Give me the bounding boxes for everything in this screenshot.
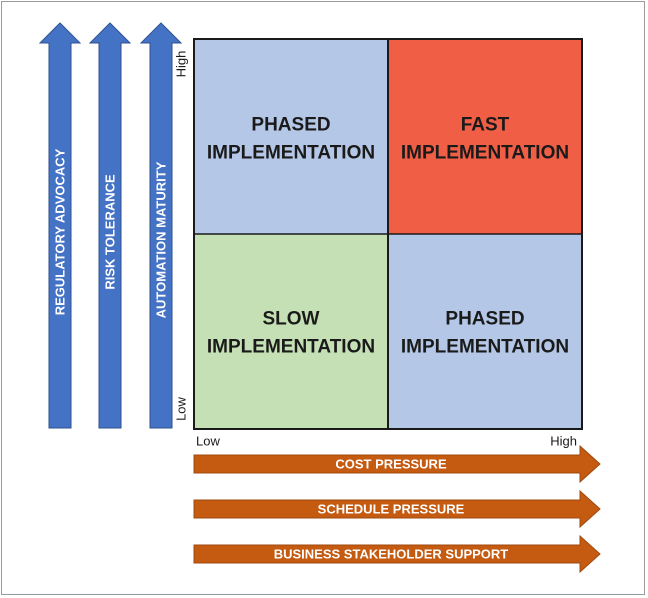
vertical-arrow-label: RISK TOLERANCE	[103, 174, 118, 290]
quadrant-top-right-line1: FAST	[461, 115, 510, 136]
quadrant-bottom-left-line2: IMPLEMENTATION	[207, 337, 375, 358]
quadrant-top-right	[388, 39, 582, 234]
vertical-arrow-shape	[38, 22, 82, 429]
x-axis-high-label: High	[550, 434, 577, 449]
y-axis-low-label: Low	[174, 396, 189, 420]
horizontal-arrow-label: COST PRESSURE	[335, 457, 447, 472]
x-axis-low-label: Low	[196, 434, 220, 449]
quadrant-top-left	[194, 39, 388, 234]
vertical-arrow-regulatory-advocacy: REGULATORY ADVOCACY	[38, 22, 82, 429]
quadrant-top-left-line1: PHASED	[251, 115, 330, 136]
quadrant-top-right-line2: IMPLEMENTATION	[401, 143, 569, 164]
vertical-arrow-risk-tolerance: RISK TOLERANCE	[88, 22, 132, 429]
quadrant-bottom-left	[194, 234, 388, 429]
quadrant-bottom-left-line1: SLOW	[263, 309, 320, 330]
quadrant-bottom-right	[388, 234, 582, 429]
horizontal-arrow-business-stakeholder-support: BUSINESS STAKEHOLDER SUPPORT	[193, 534, 601, 574]
vertical-arrow-automation-maturity: AUTOMATION MATURITY	[139, 22, 183, 429]
y-axis-high-label: High	[174, 51, 189, 78]
vertical-arrow-label: REGULATORY ADVOCACY	[53, 148, 68, 315]
vertical-arrow-shape	[88, 22, 132, 429]
quadrant-top-left-line2: IMPLEMENTATION	[207, 143, 375, 164]
horizontal-arrow-label: SCHEDULE PRESSURE	[318, 502, 465, 517]
horizontal-arrow-shape	[193, 489, 601, 529]
vertical-arrow-label: AUTOMATION MATURITY	[154, 161, 169, 318]
horizontal-arrow-shape	[193, 444, 601, 484]
horizontal-arrow-cost-pressure: COST PRESSURE	[193, 444, 601, 484]
quadrant-bottom-right-line2: IMPLEMENTATION	[401, 337, 569, 358]
horizontal-arrow-schedule-pressure: SCHEDULE PRESSURE	[193, 489, 601, 529]
horizontal-arrow-shape	[193, 534, 601, 574]
quadrant-bottom-right-line1: PHASED	[445, 309, 524, 330]
horizontal-arrow-label: BUSINESS STAKEHOLDER SUPPORT	[274, 547, 509, 562]
vertical-arrow-shape	[139, 22, 183, 429]
